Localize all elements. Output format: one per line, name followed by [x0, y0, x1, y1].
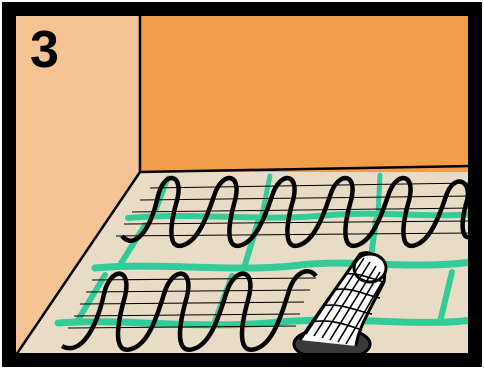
back-wall [140, 16, 472, 172]
floor-wall-line-left [14, 171, 142, 356]
mesh-rail-lines [67, 182, 473, 329]
heating-cable-icon [120, 176, 474, 248]
heating-cable-lower-run [60, 269, 318, 352]
step-number-label: 3 [30, 21, 59, 79]
mesh-roll-icon [292, 251, 388, 362]
floor-wall-line-back [139, 164, 473, 174]
left-wall [16, 16, 140, 355]
